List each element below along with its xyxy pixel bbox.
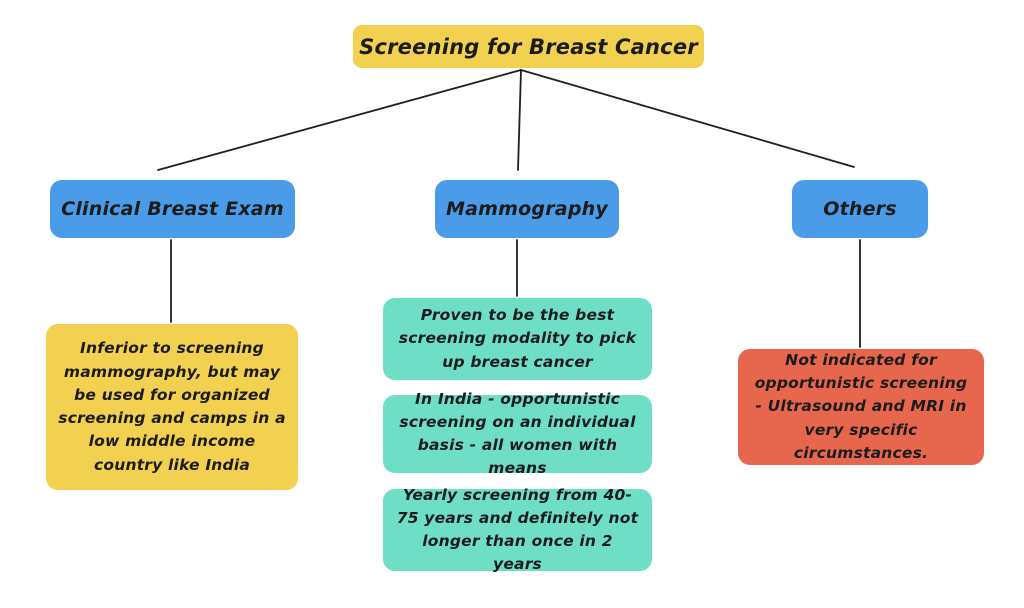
- node-mammography-note-1: Proven to be the best screening modality…: [383, 298, 652, 380]
- node-clinical-breast-exam-note: Inferior to screening mammography, but m…: [46, 324, 298, 490]
- node-title: Screening for Breast Cancer: [353, 25, 704, 68]
- edge-title-to-clinical-breast-exam: [157, 69, 522, 171]
- edge-title-to-others: [520, 69, 855, 168]
- node-mammography: Mammography: [435, 180, 619, 238]
- node-others-note: Not indicated for opportunistic screenin…: [738, 349, 984, 465]
- node-mammography-note-3: Yearly screening from 40-75 years and de…: [383, 486, 652, 573]
- node-mammography-note-2: In India - opportunistic screening on an…: [383, 390, 652, 477]
- node-clinical-breast-exam: Clinical Breast Exam: [50, 180, 295, 238]
- node-others: Others: [792, 180, 928, 238]
- edge-title-to-mammography: [517, 69, 522, 171]
